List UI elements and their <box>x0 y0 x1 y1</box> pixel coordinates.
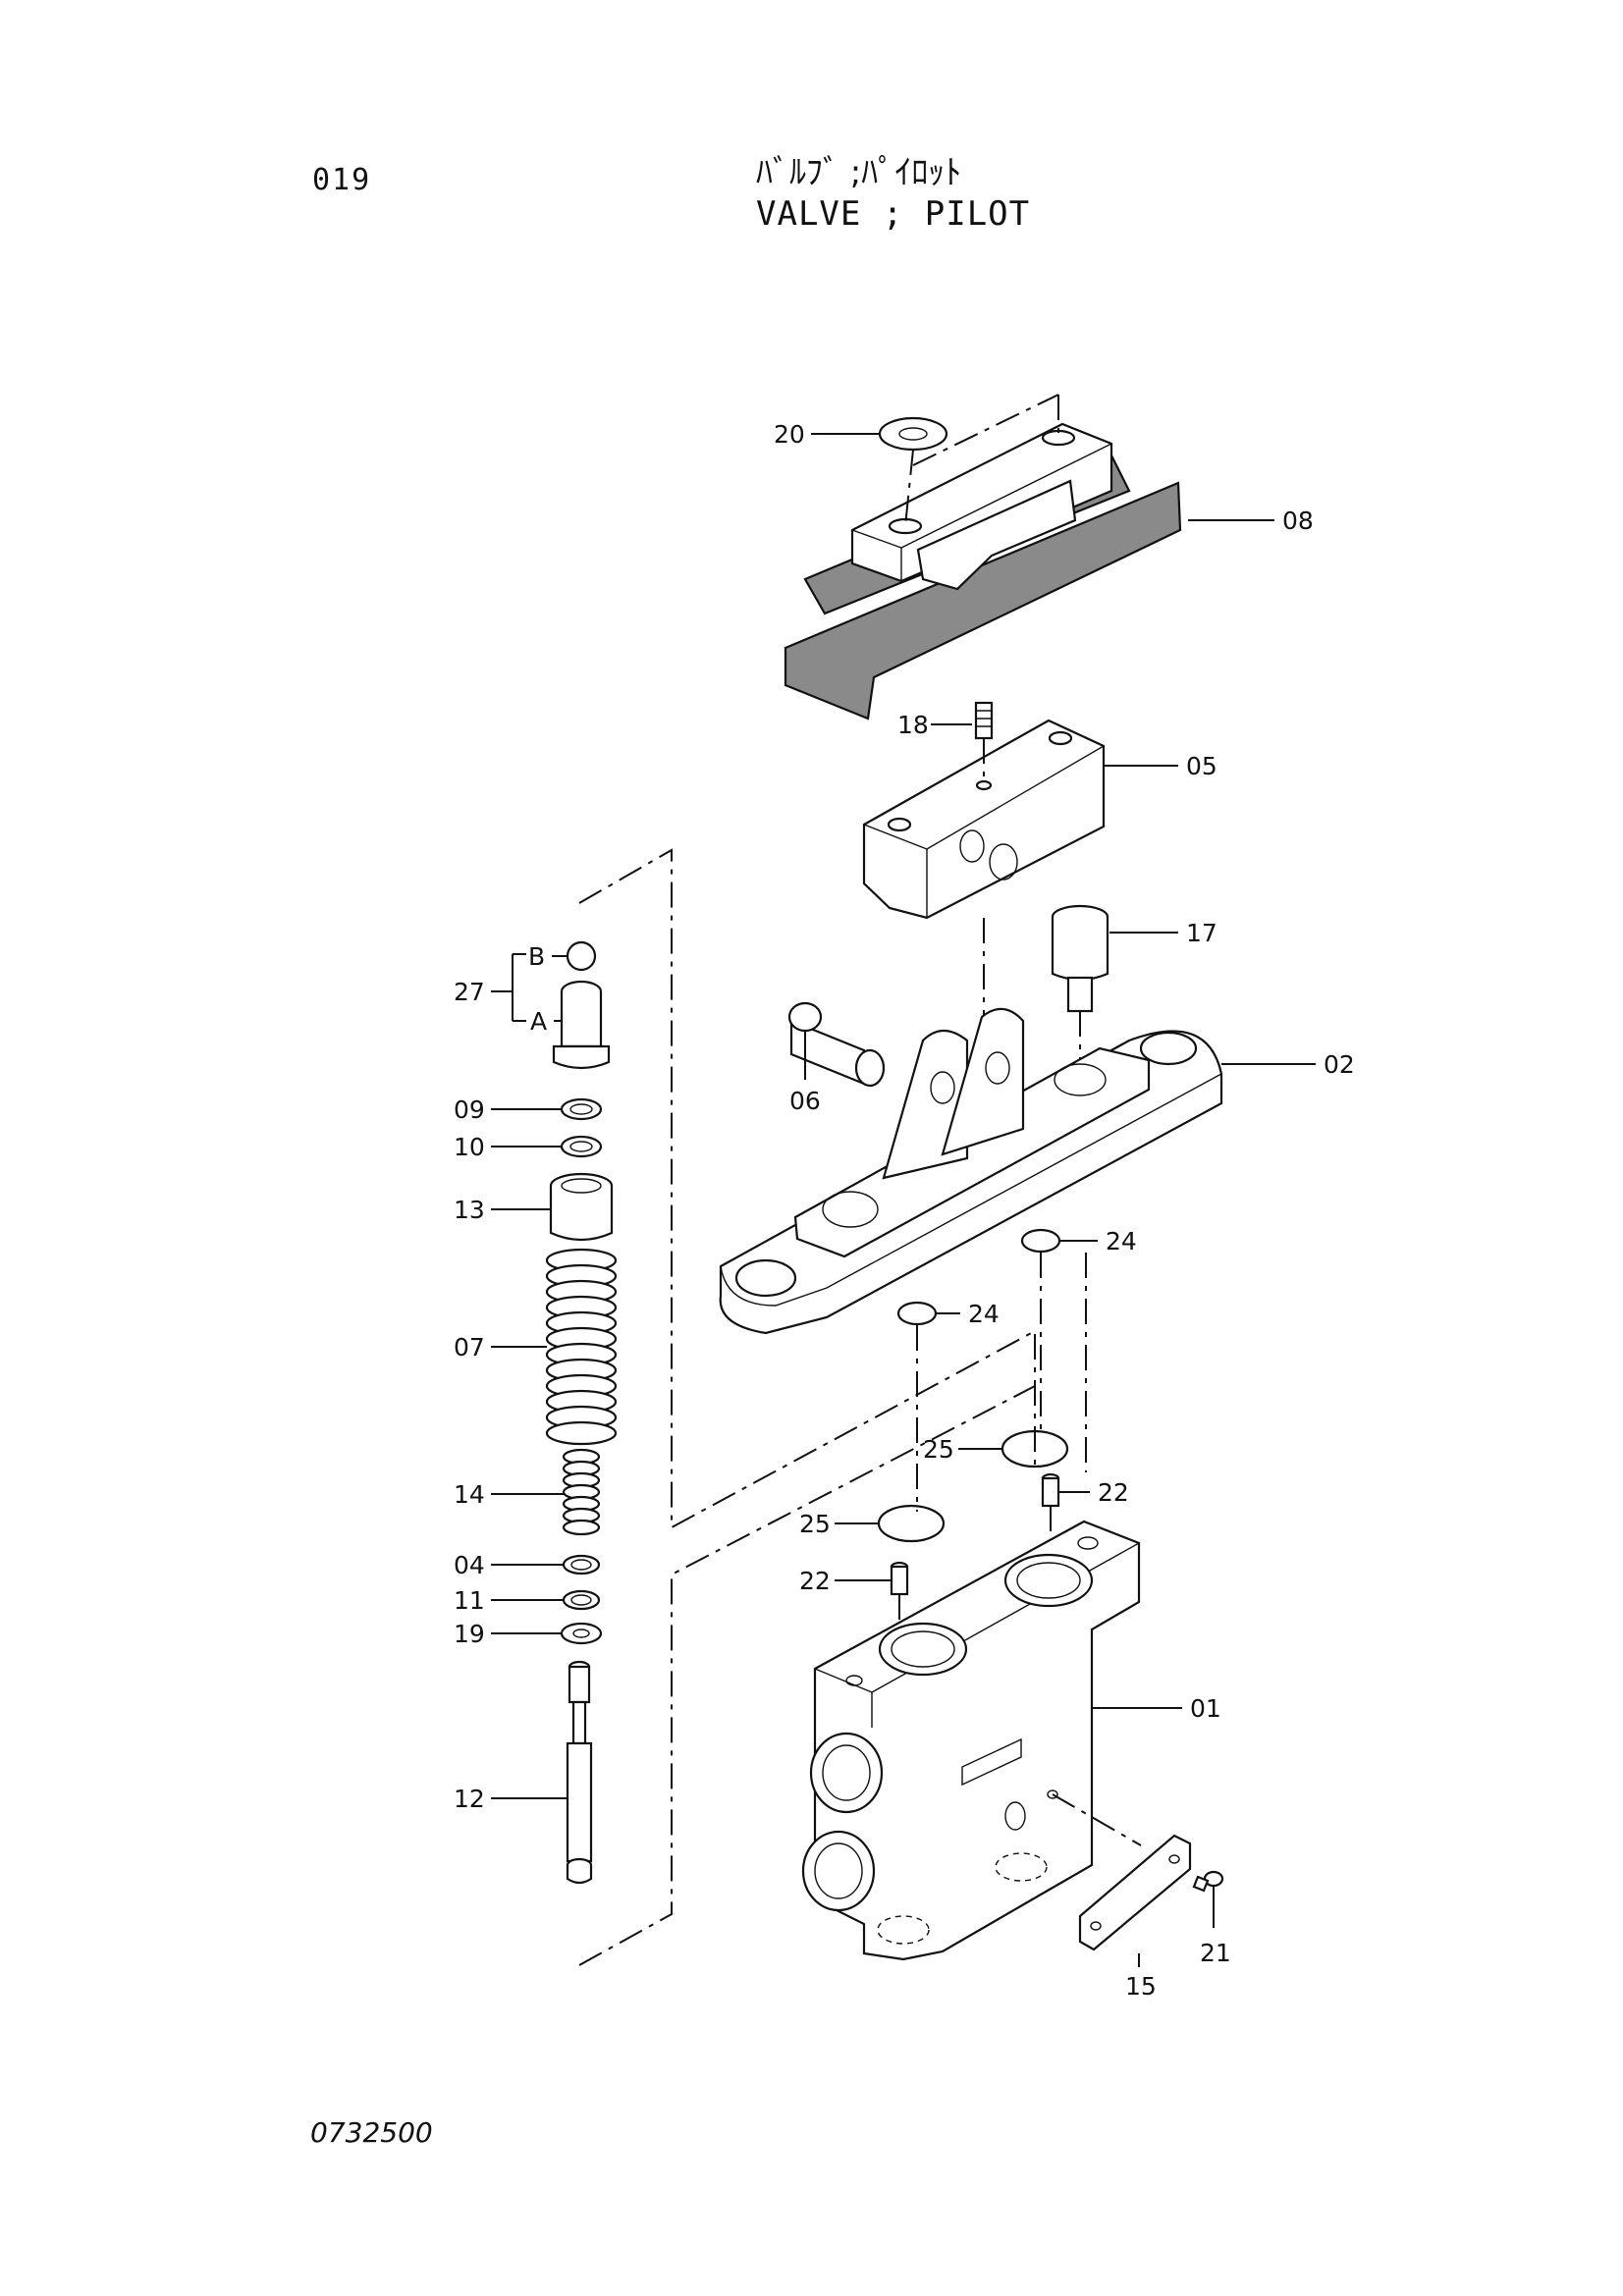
part-21-screw <box>1192 1870 1224 1893</box>
callout-05: 05 <box>1186 752 1217 780</box>
callout-13: 13 <box>454 1196 485 1224</box>
part-19-washer <box>560 1622 603 1645</box>
part-24-oring-b <box>896 1301 938 1326</box>
part-22-pin-a <box>1041 1472 1060 1508</box>
part-06-pin <box>787 1001 886 1088</box>
callout-08: 08 <box>1282 507 1314 535</box>
callout-09: 09 <box>454 1095 485 1124</box>
callout-01: 01 <box>1190 1694 1221 1723</box>
callout-25a: 25 <box>923 1435 954 1464</box>
callout-24a: 24 <box>1106 1227 1137 1255</box>
callout-07: 07 <box>454 1333 485 1362</box>
part-05-block <box>862 719 1106 920</box>
callout-15: 15 <box>1125 1972 1157 2001</box>
part-15-plate <box>1052 1793 1192 1951</box>
part-27-b-ball <box>566 940 597 972</box>
part-20-washer <box>878 416 948 452</box>
callout-06: 06 <box>789 1087 821 1115</box>
callout-17: 17 <box>1186 919 1217 947</box>
part-25-oring-b <box>877 1504 946 1543</box>
part-10-washer <box>560 1135 603 1158</box>
part-01-body <box>801 1520 1141 1961</box>
title-english: VALVE ; PILOT <box>756 194 1031 234</box>
part-14-spring <box>562 1448 601 1536</box>
part-12-spool <box>566 1660 593 1885</box>
callout-22a: 22 <box>1098 1478 1129 1507</box>
part-24-oring-a <box>1020 1228 1061 1254</box>
part-02-plate <box>719 1007 1223 1335</box>
callout-19: 19 <box>454 1620 485 1648</box>
callout-04: 04 <box>454 1551 485 1579</box>
callout-27-b: B <box>528 942 545 971</box>
page-number: 019 <box>312 163 372 197</box>
callout-22b: 22 <box>799 1567 831 1595</box>
callout-11: 11 <box>454 1586 485 1615</box>
part-07-spring <box>545 1248 618 1446</box>
callout-27: 27 <box>454 978 485 1006</box>
part-04-washer <box>562 1554 601 1575</box>
part-17-bolt <box>1051 904 1109 1070</box>
part-11-washer <box>562 1589 601 1611</box>
part-08-cover <box>784 422 1182 721</box>
callout-25b: 25 <box>799 1510 831 1538</box>
part-22-pin-b <box>890 1561 909 1596</box>
part-27-a-sleeve <box>552 980 611 1070</box>
callout-24b: 24 <box>968 1300 1000 1328</box>
part-09-washer <box>560 1097 603 1121</box>
part-18-setscrew <box>974 701 994 791</box>
callout-18: 18 <box>897 711 929 739</box>
callout-10: 10 <box>454 1133 485 1161</box>
callout-14: 14 <box>454 1480 485 1509</box>
callout-12: 12 <box>454 1785 485 1813</box>
callout-02: 02 <box>1324 1050 1355 1079</box>
callout-27-a: A <box>530 1007 547 1036</box>
callout-20: 20 <box>774 420 805 449</box>
drawing-code: 0732500 <box>310 2116 433 2149</box>
title-japanese: ﾊﾞﾙﾌﾞ ;ﾊﾟｲﾛｯﾄ <box>756 153 962 192</box>
callout-21: 21 <box>1200 1939 1231 1967</box>
part-13-seat <box>549 1172 614 1242</box>
